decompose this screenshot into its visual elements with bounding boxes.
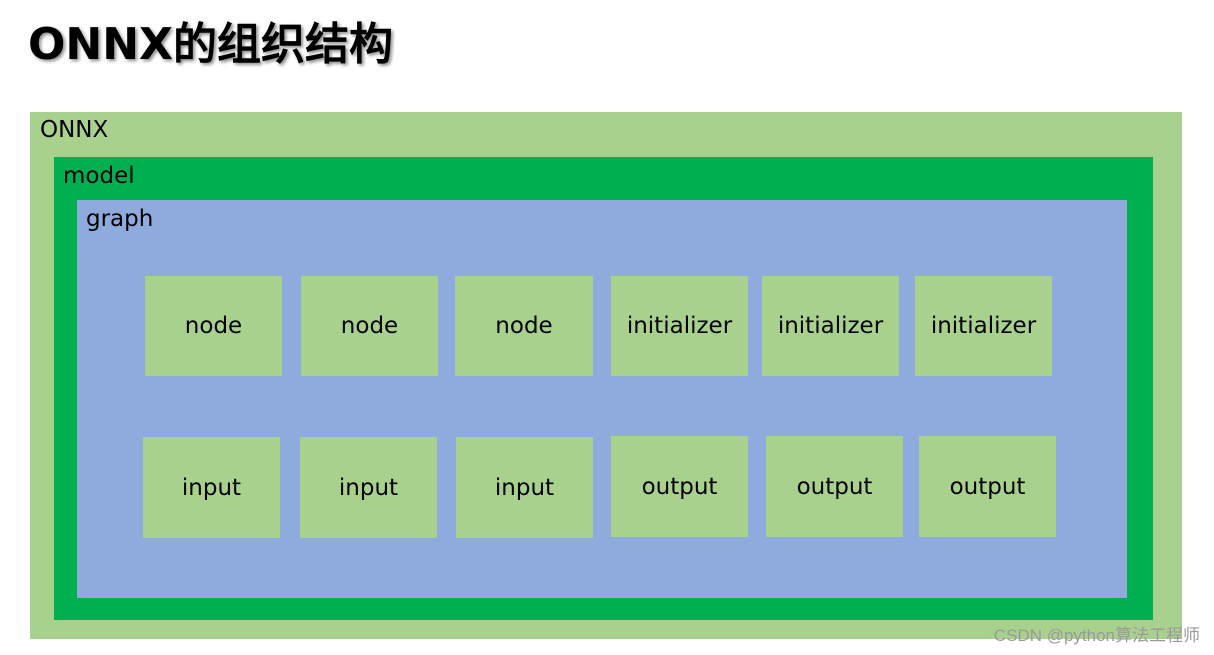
node-box: node xyxy=(145,276,282,376)
input-box: input xyxy=(143,437,280,538)
initializer-box: initializer xyxy=(915,276,1052,376)
initializer-box: initializer xyxy=(611,276,748,376)
input-box: input xyxy=(456,437,593,538)
onnx-label: ONNX xyxy=(40,117,109,143)
graph-label: graph xyxy=(86,206,154,232)
output-box: output xyxy=(766,436,903,537)
initializer-box: initializer xyxy=(762,276,899,376)
output-box: output xyxy=(919,436,1056,537)
graph-container xyxy=(77,200,1127,598)
node-box: node xyxy=(301,276,438,376)
node-box: node xyxy=(455,276,593,376)
model-label: model xyxy=(63,163,135,189)
watermark: CSDN @python算法工程师 xyxy=(993,626,1200,645)
input-box: input xyxy=(300,437,437,538)
output-box: output xyxy=(611,436,748,537)
page-title: ONNX的组织结构 xyxy=(28,19,393,70)
